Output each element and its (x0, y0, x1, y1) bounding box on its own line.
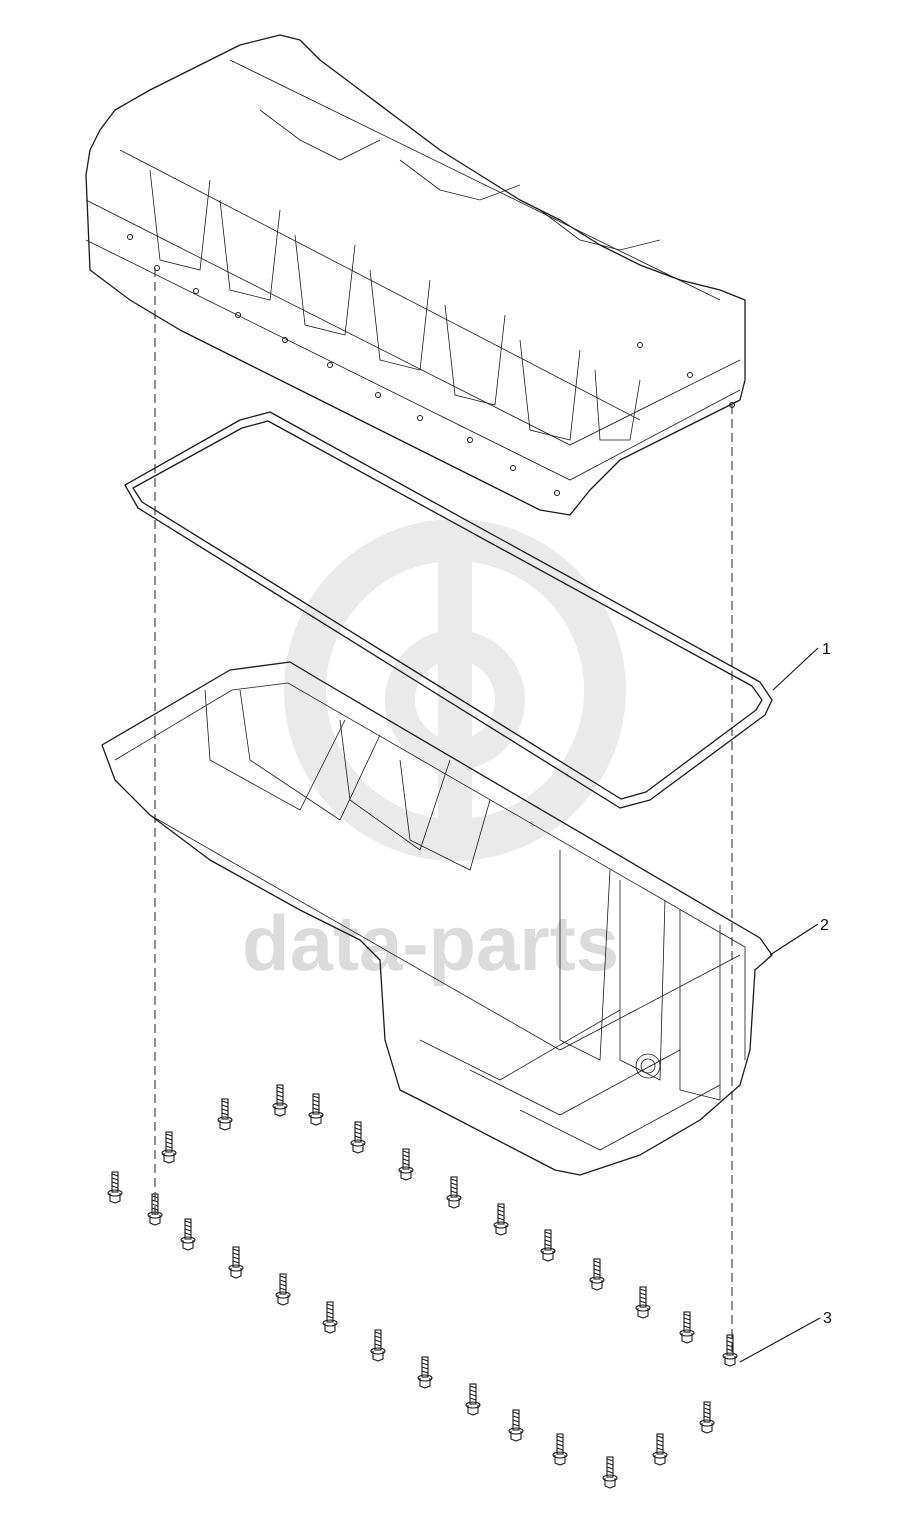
bolt (679, 1311, 695, 1344)
engine-block (85, 34, 746, 516)
bolt (602, 1456, 618, 1489)
watermark-logo (284, 519, 626, 861)
callout-2: 2 (820, 917, 829, 934)
bolt (635, 1286, 651, 1319)
oil-pan (101, 661, 773, 1176)
alignment-lines (154, 268, 733, 1355)
bolt (350, 1121, 366, 1154)
bolt (493, 1203, 509, 1236)
bolt (322, 1301, 338, 1334)
bolt (540, 1229, 556, 1262)
callout-leaders (739, 647, 821, 1363)
bolt (417, 1356, 433, 1389)
bolt (446, 1176, 462, 1209)
watermark: data-parts (242, 519, 626, 987)
bolt (699, 1401, 715, 1434)
gasket (124, 411, 773, 809)
bolt (652, 1433, 668, 1466)
bolt (308, 1093, 324, 1126)
bolt (228, 1246, 244, 1279)
bolt (147, 1193, 163, 1226)
callout-1: 1 (822, 641, 831, 658)
bolt (722, 1334, 738, 1367)
bolt (161, 1131, 177, 1164)
bolt (465, 1383, 481, 1416)
bolt (275, 1273, 291, 1306)
bolt-set (107, 1084, 738, 1489)
bolt (508, 1409, 524, 1442)
callout-3: 3 (823, 1310, 832, 1327)
bolt (217, 1098, 233, 1131)
bolt (370, 1329, 386, 1362)
bolt (272, 1084, 288, 1117)
bolt (180, 1218, 196, 1251)
watermark-text: data-parts (242, 899, 619, 987)
bolt (552, 1433, 568, 1466)
bolt (107, 1171, 123, 1204)
bolt (589, 1258, 605, 1291)
bolt (398, 1148, 414, 1181)
